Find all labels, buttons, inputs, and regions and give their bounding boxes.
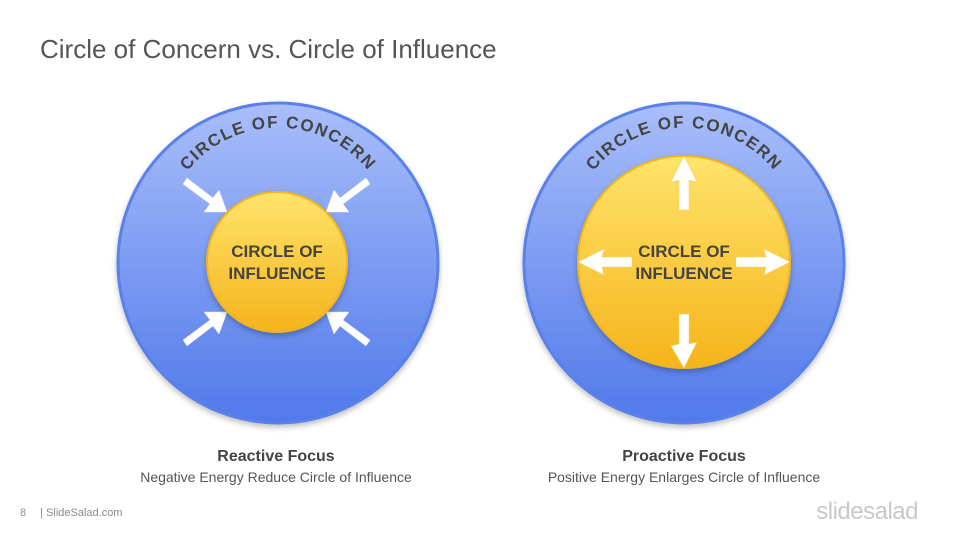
slide-title: Circle of Concern vs. Circle of Influenc… [40, 34, 497, 64]
influence-label-right-line2: INFLUENCE [635, 264, 732, 283]
arrow-inward-top-right [325, 177, 371, 213]
page-number: 8 [20, 507, 27, 519]
influence-label-right-line1: CIRCLE OF [638, 242, 730, 261]
proactive-caption: Proactive Focus Positive Energy Enlarges… [504, 448, 864, 485]
reactive-caption: Reactive Focus Negative Energy Reduce Ci… [96, 448, 456, 485]
arrow-inward-bottom-right [325, 311, 371, 347]
inward-arrows [182, 177, 371, 347]
proactive-diagram: CIRCLE OF CONCERN CIRCLE OF INFLUENCE [522, 101, 846, 425]
arrow-inward-top-left [182, 177, 228, 213]
arrow-outward-left [577, 248, 633, 276]
reactive-caption-title: Reactive Focus [217, 448, 335, 465]
outward-arrows [577, 155, 791, 369]
arrow-inward-bottom-left [182, 311, 228, 347]
reactive-diagram: CIRCLE OF CONCERN CIRCLE OF INFLUENCE [116, 101, 440, 425]
circle-of-influence-left [206, 191, 348, 333]
brand-logo: slidesalad [816, 498, 918, 525]
proactive-caption-subtitle: Positive Energy Enlarges Circle of Influ… [547, 469, 821, 485]
influence-label-left-line1: CIRCLE OF [231, 242, 323, 261]
footer-source: | SlideSalad.com [40, 507, 123, 519]
proactive-caption-title: Proactive Focus [622, 448, 746, 465]
reactive-caption-subtitle: Negative Energy Reduce Circle of Influen… [140, 469, 412, 485]
arrow-outward-down [670, 313, 698, 369]
arrow-outward-right [735, 248, 791, 276]
influence-label-left-line2: INFLUENCE [228, 264, 325, 283]
arrow-outward-up [670, 155, 698, 211]
slide-footer: 8 | SlideSalad.com [20, 507, 122, 519]
